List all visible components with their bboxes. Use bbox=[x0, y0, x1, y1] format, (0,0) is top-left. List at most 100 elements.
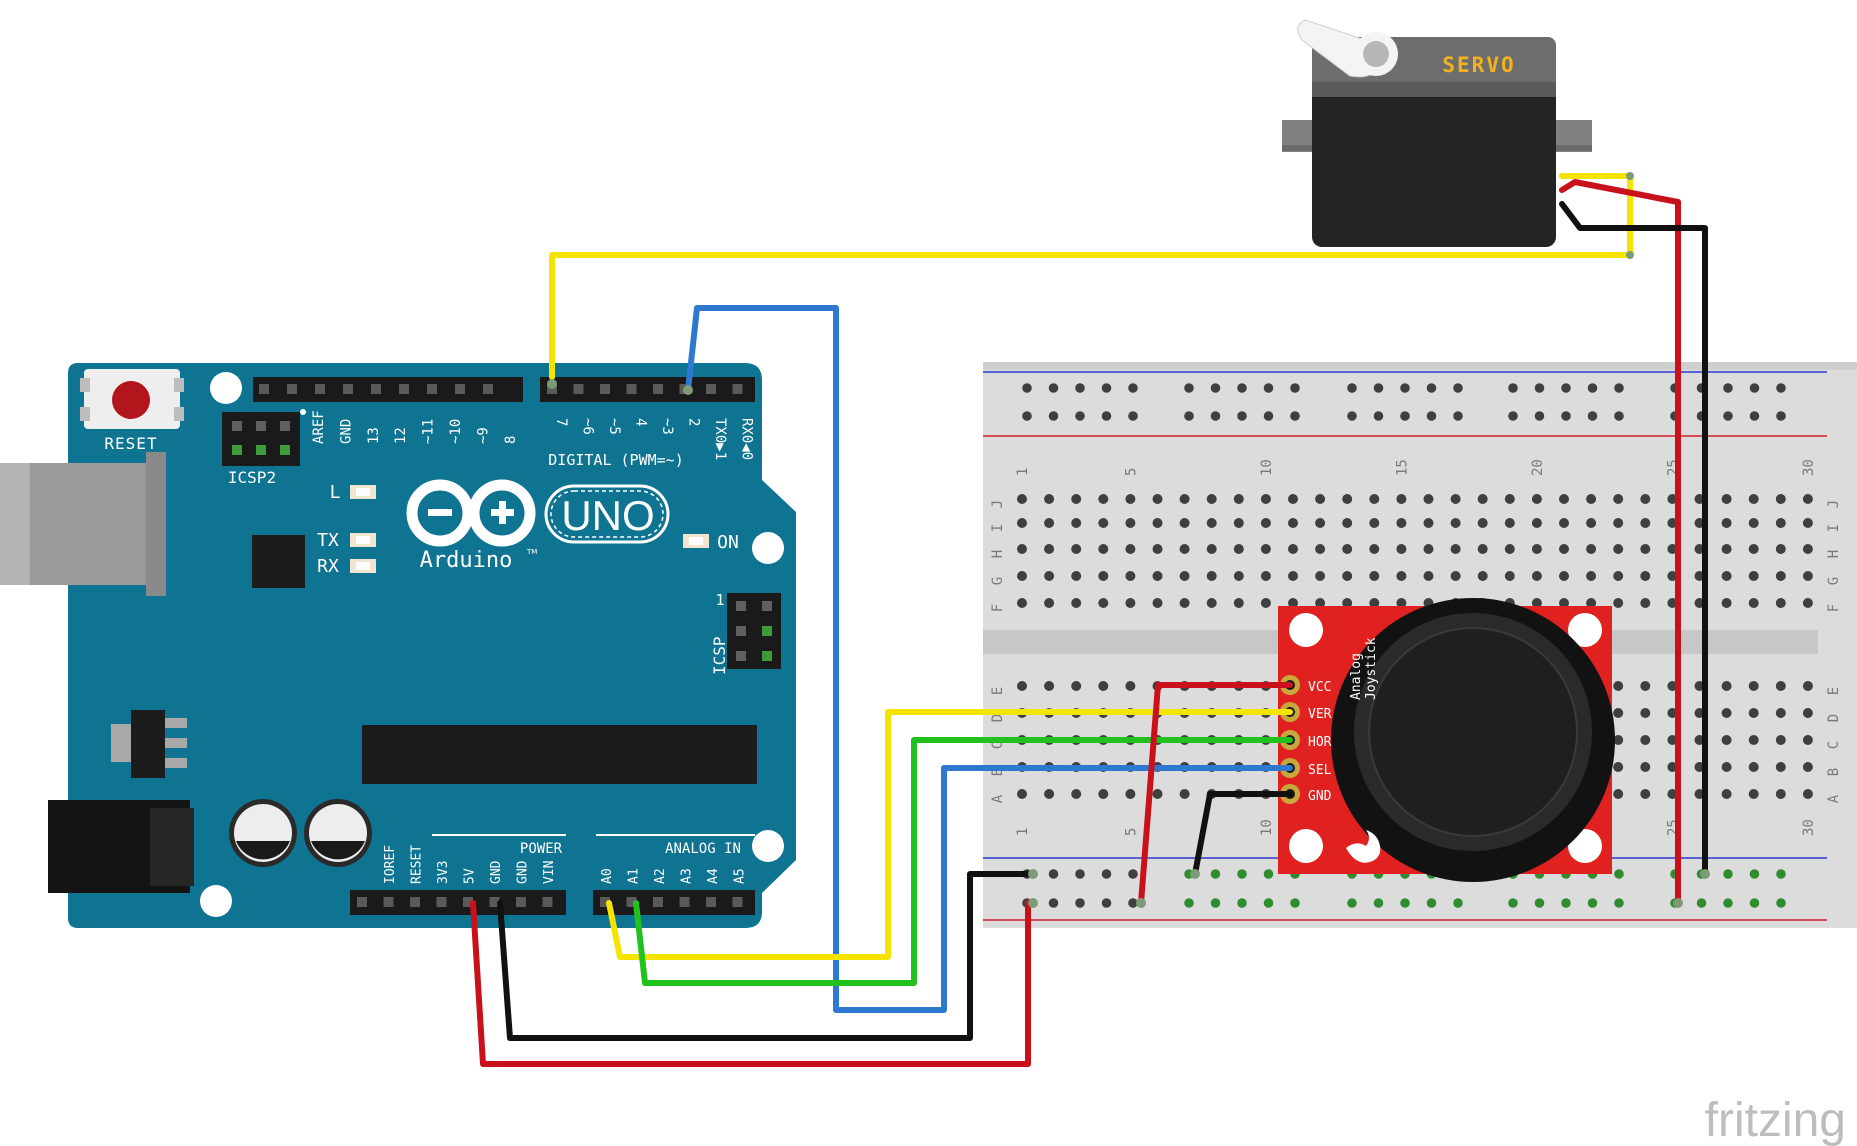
power-pin-label: VIN bbox=[542, 861, 557, 884]
capacitor bbox=[304, 799, 372, 867]
wire-endpoints bbox=[547, 172, 1710, 908]
breadboard-row-letter: B bbox=[990, 768, 1006, 776]
breadboard-row-letter: E bbox=[1826, 687, 1842, 695]
logo-uno: UNO bbox=[561, 492, 654, 539]
bottom-header-pins bbox=[357, 897, 743, 907]
capacitor bbox=[229, 799, 297, 867]
wire-servo-ground bbox=[1559, 201, 1708, 877]
led-rx-label: RX bbox=[317, 556, 339, 577]
arduino-logo bbox=[406, 479, 670, 547]
joystick-pin-label: SEL bbox=[1308, 763, 1332, 778]
reset-button[interactable] bbox=[80, 369, 184, 429]
analog-joystick-module: VCC VER HOR SEL GND bbox=[1278, 598, 1615, 882]
icsp-header bbox=[727, 593, 781, 669]
breadboard-row-letter: D bbox=[990, 714, 1006, 722]
wire-servo-power bbox=[1559, 179, 1681, 906]
digital-pin-label: 13 bbox=[366, 427, 382, 444]
breadboard-row-letter: A bbox=[990, 794, 1006, 803]
atmega-chip bbox=[362, 725, 757, 784]
analog-pin-label: A3 bbox=[680, 868, 695, 884]
digital-pin-label: 2 bbox=[686, 418, 702, 426]
joystick-pin-label: GND bbox=[1308, 789, 1332, 804]
power-pin-label: GND bbox=[489, 860, 504, 884]
breadboard-row-letter: J bbox=[990, 500, 1006, 508]
icsp2-label: ICSP2 bbox=[228, 468, 276, 487]
logo-tm: TM bbox=[526, 548, 537, 556]
breadboard-column-number: 10 bbox=[1259, 819, 1275, 836]
breadboard-row-letter: I bbox=[1826, 524, 1842, 532]
wire-arduino-gnd bbox=[497, 871, 1036, 1041]
digital-pin-label: ~10 bbox=[448, 419, 464, 444]
wire-joystick-ver bbox=[606, 709, 1293, 960]
led-on-label: ON bbox=[717, 532, 739, 553]
voltage-regulator bbox=[111, 710, 187, 778]
digital-pin-label: GND bbox=[338, 419, 354, 444]
breadboard-row-letter: H bbox=[990, 550, 1006, 558]
power-pin-labels: IOREF RESET 3V3 5V GND GND VIN bbox=[383, 845, 557, 884]
digital-pin-label: ~3 bbox=[659, 418, 675, 435]
analog-pin-label: A0 bbox=[600, 868, 615, 884]
breadboard-column-number: 1 bbox=[1015, 468, 1031, 476]
power-pin-label: 5V bbox=[463, 868, 478, 884]
power-pin-label: 3V3 bbox=[436, 861, 451, 884]
breadboard-row-letter: C bbox=[990, 741, 1006, 749]
power-label: POWER bbox=[520, 841, 563, 857]
digital-label: DIGITAL (PWM=~) bbox=[548, 451, 683, 469]
power-pin-label: IOREF bbox=[383, 845, 398, 884]
joystick-pin-label: HOR bbox=[1308, 735, 1332, 750]
joystick-title-line1: Analog bbox=[1349, 653, 1364, 700]
breadboard-row-letter: G bbox=[990, 577, 1006, 585]
digital-header-left bbox=[253, 377, 523, 402]
digital-pin-label: TX0▶1 bbox=[712, 418, 728, 460]
breadboard-row-letter: D bbox=[1826, 714, 1842, 722]
sparkfun-flame-icon bbox=[1346, 830, 1381, 863]
wire-joystick-vcc bbox=[1138, 682, 1293, 906]
joystick-pin-labels: VCC VER HOR SEL GND bbox=[1308, 680, 1332, 804]
digital-pin-label: ~9 bbox=[475, 427, 491, 444]
breadboard-column-number: 30 bbox=[1801, 819, 1817, 836]
breadboard-column-number: 15 bbox=[1394, 459, 1410, 476]
digital-pin-label: ~5 bbox=[606, 418, 622, 435]
wire-joystick-gnd bbox=[1192, 791, 1293, 877]
breadboard-row-letter: B bbox=[1826, 768, 1842, 776]
led-l-label: L bbox=[330, 482, 341, 503]
breadboard-row-letter: E bbox=[990, 687, 1006, 695]
power-pin-label: RESET bbox=[410, 845, 425, 884]
power-header bbox=[350, 890, 566, 915]
breadboard-row-letter: J bbox=[1826, 500, 1842, 508]
reset-label: RESET bbox=[104, 434, 157, 453]
analog-pin-label: A2 bbox=[653, 868, 668, 884]
servo-motor bbox=[1282, 19, 1592, 247]
digital-pin-label: AREF bbox=[311, 410, 327, 444]
breadboard-row-letter: A bbox=[1826, 794, 1842, 803]
wires bbox=[470, 173, 1708, 1067]
joystick-knob[interactable] bbox=[1369, 628, 1577, 836]
digital-pin-label: 12 bbox=[393, 427, 409, 444]
breadboard-row-letter: G bbox=[1826, 577, 1842, 585]
analog-pin-labels: A0 A1 A2 A3 A4 A5 bbox=[600, 868, 748, 884]
logo-arduino: Arduino bbox=[420, 548, 513, 573]
digital-pin-label: 4 bbox=[633, 418, 649, 426]
joystick-pin-label: VER bbox=[1308, 707, 1332, 722]
breadboard-row-letter: F bbox=[1826, 604, 1842, 612]
analog-pin-label: A5 bbox=[733, 868, 748, 884]
analog-pin-label: A1 bbox=[627, 868, 642, 884]
wire-joystick-sel bbox=[685, 305, 1293, 1013]
analog-header bbox=[593, 890, 755, 915]
digital-pin-label: ~6 bbox=[580, 418, 596, 435]
breadboard-column-number: 5 bbox=[1123, 468, 1139, 476]
power-pin-label: GND bbox=[516, 860, 531, 884]
joystick-pin-label: VCC bbox=[1308, 680, 1331, 695]
wire-joystick-hor bbox=[633, 737, 1293, 986]
icsp2-header bbox=[222, 412, 300, 466]
breadboard-column-number: 10 bbox=[1259, 459, 1275, 476]
analog-pin-label: A4 bbox=[706, 868, 721, 884]
analog-label: ANALOG IN bbox=[665, 841, 741, 857]
usb-chip bbox=[252, 535, 305, 588]
joystick-title-line2: Joystick bbox=[1364, 637, 1379, 700]
led-tx-label: TX bbox=[317, 530, 339, 551]
